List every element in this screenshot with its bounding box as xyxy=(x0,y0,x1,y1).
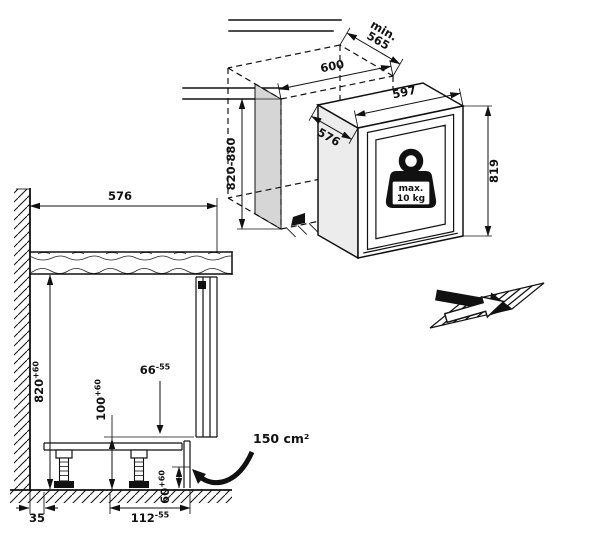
niche-side-wall xyxy=(254,83,282,230)
appliance-vent-line xyxy=(363,232,458,254)
ventilation-arrow xyxy=(197,450,255,486)
plinth-depth-label: 112-55 xyxy=(131,511,170,526)
weight-limit-line1: max. xyxy=(399,184,424,194)
airflow-arrow-white xyxy=(443,295,506,324)
bottom-dimensions: 35 112-55 60+60 xyxy=(16,466,191,526)
weight-limit-line2: 10 kg xyxy=(397,194,425,204)
floor xyxy=(10,489,232,503)
niche-isometric-view: min. 565 600 820-880 xyxy=(182,17,501,260)
front-gap-dimension: 66-55 xyxy=(140,363,171,434)
base-height-label: 60+60 xyxy=(158,470,173,504)
door-mount-block xyxy=(198,281,206,289)
door-inner-frame xyxy=(375,124,446,240)
appliance-width-dimension: 597 xyxy=(353,83,464,129)
appliance-height-label: 819 xyxy=(487,159,501,183)
niche-width-label: 600 xyxy=(319,57,345,76)
appliance-base-plate xyxy=(43,442,183,451)
plinth-panel xyxy=(183,440,191,488)
section-height-dimension: 820+60 xyxy=(32,274,54,490)
grille-frame xyxy=(429,282,545,329)
section-height-label: 820+60 xyxy=(32,361,47,403)
appliance: max. 10 kg xyxy=(315,82,466,260)
appliance-width-label: 597 xyxy=(391,83,417,102)
plinth-height-dimension: 100+60 xyxy=(94,379,194,490)
niche-height-label: 820-880 xyxy=(224,138,238,191)
niche-height-dimension: 820-880 xyxy=(224,98,281,230)
max-load-weight-icon: max. 10 kg xyxy=(385,148,437,208)
niche-width-dimension: 600 xyxy=(277,57,394,100)
appliance-support-wedge xyxy=(291,213,305,226)
ventilation-grille-icon xyxy=(429,282,545,329)
section-view: 576 820+60 100+60 66-55 150 cm² xyxy=(10,188,309,525)
adjustable-foot-front xyxy=(129,449,149,488)
worktop-edge-lines xyxy=(182,19,342,100)
appliance-height-dimension: 819 xyxy=(463,105,501,237)
wall-distance-label: 35 xyxy=(29,511,45,525)
worktop xyxy=(29,251,233,275)
section-depth-dimension: 576 xyxy=(29,189,218,252)
furniture-door xyxy=(195,276,218,438)
plinth-height-label: 100+60 xyxy=(94,379,109,421)
section-depth-label: 576 xyxy=(108,189,132,203)
niche-depth-dimension: min. 565 xyxy=(339,17,404,77)
door-outer-frame xyxy=(366,113,455,251)
adjustable-foot-rear xyxy=(54,449,74,488)
ventilation-area-label: 150 cm² xyxy=(253,431,309,446)
ventilation-area-callout: 150 cm² xyxy=(192,431,309,486)
wall xyxy=(14,188,31,490)
front-gap-label: 66-55 xyxy=(140,363,171,378)
